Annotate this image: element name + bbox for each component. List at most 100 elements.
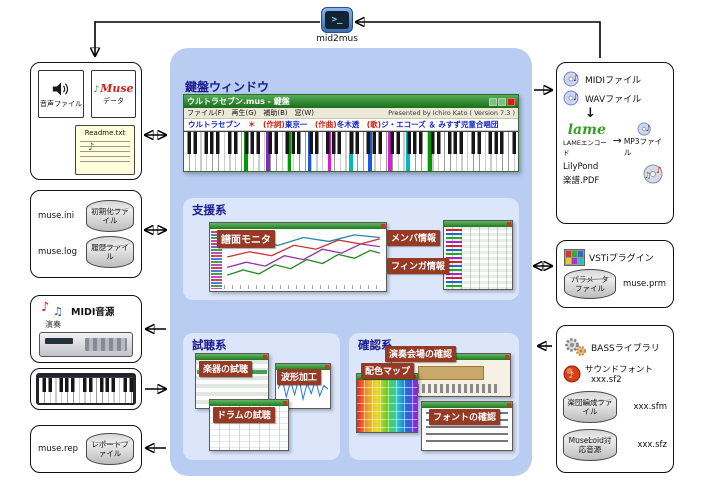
report-file-name: muse.rep (38, 444, 78, 454)
bass-library-label: BASSライブラリ (591, 341, 660, 354)
black-keys (39, 378, 133, 392)
song-info-bar: ウルトラセブン ＊ (作詞)東京一 (作曲)冬木透 (歌)ジ・エコーズ ＆ みす… (184, 119, 518, 131)
midi-source-box: ♪ ♫ MIDI音源 演奏 (30, 295, 142, 363)
wav-file-row: ♪ WAVファイル (563, 90, 667, 106)
midi-source-title: MIDI音源 (71, 304, 114, 318)
ini-cylinder-label: 初期化ファイル (90, 207, 130, 225)
audition-section: 試聴系 楽器の試聴 波形加工 ドラムの試聴 (183, 333, 340, 460)
readme-file-tile: Readme.txt ♪ (75, 125, 135, 175)
log-file-name: muse.log (38, 247, 77, 257)
muse-data-tile: ♪ Muse データ (91, 70, 136, 118)
vsti-label: VSTiプラグイン (589, 251, 654, 264)
param-file-name: muse.prm (623, 279, 666, 289)
gears-icon (563, 337, 587, 357)
terminal-prompt-icon: >_ (325, 11, 349, 29)
midi-sound-module-icon (39, 332, 133, 357)
audio-file-tile: 音声ファイル (38, 70, 84, 118)
drum-audition-tag: ドラムの試聴 (213, 407, 275, 423)
sfz-file-name: xxx.sfz (637, 440, 667, 450)
log-cylinder-icon: 履歴ファイル (86, 236, 134, 268)
svg-text:♪: ♪ (569, 371, 575, 381)
band-file-row: 楽団編成ファイル xxx.sfm (563, 391, 667, 423)
soundfont-labels: サウンドフォント xxx.sf2 (585, 363, 653, 385)
mp3-file-item: ♪ MP3ファイル (624, 122, 667, 158)
right-arrow-icon: → (613, 134, 622, 147)
member-info-tag: メンバ情報 (387, 230, 440, 246)
support-section: 支援系 譜面モニタ メンバ情報 フィンガ情報 (183, 198, 519, 300)
music-staff-icon: ♪ (80, 141, 130, 165)
speaker-icon (51, 80, 71, 98)
report-file-box: muse.rep レポートファイル (30, 425, 142, 473)
museloid-cylinder-label: MuseLoid対応音源 (567, 436, 613, 454)
down-arrow-icon: ↓ (585, 109, 667, 119)
band-cylinder-label: 楽団編成ファイル (567, 398, 613, 416)
mid2mus-node: >_ mid2mus (305, 7, 369, 44)
lilypond-label: LilyPond (563, 162, 599, 172)
lame-encoder: lame LAMEエンコード (563, 124, 611, 157)
config-files-box: muse.ini 初期化ファイル muse.log 履歴ファイル (30, 190, 142, 278)
museloid-file-row: MuseLoid対応音源 xxx.sfz (563, 429, 667, 461)
readme-label: Readme.txt (80, 129, 130, 137)
mp3-file-label: MP3ファイル (624, 136, 667, 158)
soundfont-icon: ♪ (563, 365, 581, 383)
midi-file-icon: ♪ (563, 71, 581, 87)
staff-note-icon: ♪ (88, 142, 94, 153)
colormap-tag: 配色マップ (361, 363, 414, 379)
app-menubar: ファイル(F) 再生(G) 補助(B) 窓(W) Presented by Ic… (184, 108, 518, 119)
colormap-content (357, 380, 417, 432)
muse-logo-icon: ♪ Muse (93, 82, 133, 95)
midi-keyboard-icon (36, 373, 136, 405)
muse-data-title: Muse (100, 82, 133, 95)
keyboard-window-heading: 鍵盤ウィンドウ (185, 78, 269, 95)
output-files-box: ♪ MIDIファイル ♪ WAVファイル ↓ lame LAMEエンコード → … (556, 62, 674, 224)
svg-text:♪: ♪ (646, 124, 651, 133)
bass-library-row: BASSライブラリ (563, 337, 667, 357)
lame-encode-label: LAMEエンコード (563, 137, 611, 157)
score-pdf-icon: ♪ ♫ (641, 163, 667, 185)
waveform-tag: 波形加工 (277, 369, 321, 385)
mp3-file-icon: ♪ (637, 122, 653, 136)
svg-text:♪: ♪ (656, 166, 662, 176)
sf2-file-name: xxx.sf2 (591, 375, 653, 385)
ini-file-row: muse.ini 初期化ファイル (38, 200, 134, 232)
lame-logo: lame (568, 124, 606, 137)
ini-file-name: muse.ini (38, 211, 74, 221)
museloid-cylinder-icon: MuseLoid対応音源 (563, 429, 617, 461)
sfm-file-name: xxx.sfm (634, 402, 668, 412)
music-notes-icon: ♫ (53, 305, 63, 318)
wav-file-label: WAVファイル (585, 92, 641, 105)
confirm-section: 確認系 演奏会場の確認 配色マップ フォントの確認 (349, 333, 519, 460)
muse-main-panel: 鍵盤ウィンドウ ウルトラセブン.mus - 鍵盤 ファイル(F) 再生(G) 補… (170, 48, 532, 476)
instrument-audition-tag: 楽器の試聴 (199, 361, 252, 377)
maximize-button (498, 98, 506, 106)
menu-items: ファイル(F) 再生(G) 補助(B) 窓(W) (187, 108, 314, 118)
midi-keyboard-box (30, 368, 142, 410)
mid2mus-terminal-icon: >_ (321, 7, 353, 33)
audio-file-label: 音声ファイル (40, 100, 82, 108)
colormap-window (356, 373, 418, 433)
report-file-row: muse.rep レポートファイル (38, 433, 134, 465)
mid2mus-label: mid2mus (305, 34, 369, 44)
lame-encode-row: lame LAMEエンコード → ♪ MP3ファイル (563, 122, 667, 158)
vsti-plugin-icon (564, 249, 585, 266)
report-cylinder-icon: レポートファイル (86, 433, 134, 465)
font-confirm-tag: フォントの確認 (429, 409, 500, 425)
midi-file-label: MIDIファイル (585, 73, 641, 86)
support-section-title: 支援系 (192, 202, 227, 218)
lilypond-row: LilyPond 楽譜.PDF ♪ ♫ (563, 162, 667, 186)
audition-section-title: 試聴系 (192, 337, 227, 353)
midi-file-row: ♪ MIDIファイル (563, 71, 667, 87)
minimize-button (489, 98, 497, 106)
soundfont-label: サウンドフォント (585, 363, 653, 375)
window-control-buttons (489, 98, 515, 106)
member-info-content (444, 227, 512, 289)
vsti-box: VSTiプラグイン パラメータファイル muse.prm (556, 240, 674, 308)
param-cylinder-label: パラメータファイル (568, 275, 612, 293)
bass-library-box: BASSライブラリ ♪ サウンドフォント xxx.sf2 楽団編成ファイル xx… (556, 325, 674, 473)
muse-data-label: データ (103, 97, 124, 105)
score-pdf-label: 楽譜.PDF (563, 174, 599, 186)
close-button (507, 98, 515, 106)
finger-info-tag: フィンガ情報 (387, 258, 449, 274)
small-piano-keyboard (39, 377, 133, 403)
keyboard-window-screenshot: ウルトラセブン.mus - 鍵盤 ファイル(F) 再生(G) 補助(B) 窓(W… (183, 94, 519, 172)
